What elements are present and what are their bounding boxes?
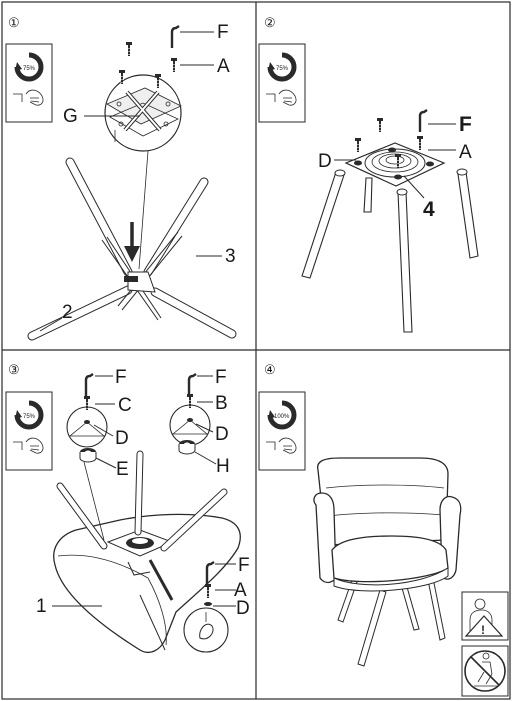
svg-text:!: ! <box>481 623 485 637</box>
allen-key-F-3 <box>84 372 95 398</box>
panel-step-4: ④ 100% ! <box>259 362 509 697</box>
detail-circle-right <box>169 404 211 446</box>
base-legs <box>301 168 479 333</box>
label-A-3: A <box>234 580 247 601</box>
tool-rotation-icon-4: 100% <box>259 392 305 470</box>
label-E: E <box>116 459 129 480</box>
label-A-2: A <box>459 142 472 163</box>
legs-upside-down <box>56 450 228 601</box>
seat-upside-down <box>53 513 241 654</box>
label-part-1: 1 <box>36 596 47 617</box>
label-F-2: F <box>459 113 472 136</box>
tool-rotation-icon-3: 75% <box>6 392 52 470</box>
tool-percent-3: 75% <box>23 414 36 420</box>
tool-percent-2: 75% <box>276 66 289 72</box>
allen-key-F-2 <box>418 108 429 134</box>
label-B: B <box>215 393 228 414</box>
label-D-4: D <box>215 424 229 445</box>
label-F-3: F <box>115 367 127 388</box>
tool-rotation-icon-2: 75% <box>259 44 305 122</box>
screw-A-1 <box>125 41 133 57</box>
cap-E <box>79 448 97 463</box>
label-part-3: 3 <box>225 246 236 267</box>
detail-circle-bottom <box>183 607 229 653</box>
label-A: A <box>217 56 230 77</box>
label-part-2: 2 <box>62 302 73 323</box>
down-arrow-icon <box>124 222 140 262</box>
plate-detail-circle <box>104 74 182 152</box>
screw-A-6 <box>354 137 362 153</box>
warning-sign-icon: ! <box>461 591 509 641</box>
label-C: C <box>118 395 132 416</box>
allen-key-F-1 <box>170 24 181 50</box>
step-number-3: ③ <box>8 362 20 377</box>
no-standing-icon <box>461 645 509 697</box>
label-part-4: 4 <box>423 198 435 221</box>
screw-A-5 <box>376 117 384 133</box>
tool-percent-1: 75% <box>23 66 36 72</box>
allen-key-F-4 <box>187 372 198 398</box>
step-number-4: ④ <box>264 362 276 377</box>
cap-H <box>178 440 196 455</box>
panel-step-2: ② 75% <box>259 15 479 333</box>
panel-step-1: ① 75% F A G <box>6 15 237 341</box>
finished-armchair <box>313 457 462 667</box>
label-F-5: F <box>238 555 250 576</box>
step-number-1: ① <box>8 15 20 30</box>
label-D-5: D <box>236 598 250 619</box>
screw-A-2 <box>170 57 178 73</box>
step-number-2: ② <box>264 15 276 30</box>
leg-frame-x <box>27 157 237 341</box>
screw-A-9 <box>204 583 212 599</box>
panel-step-3: ③ 75% <box>6 362 250 654</box>
label-F: F <box>217 22 229 43</box>
label-D-3: D <box>115 428 129 449</box>
screw-A-7 <box>416 135 424 151</box>
detail-circle-left <box>66 406 108 448</box>
label-F-4: F <box>215 367 227 388</box>
label-H: H <box>216 456 230 477</box>
tool-percent-4: 100% <box>274 414 290 420</box>
label-D-2: D <box>318 151 332 172</box>
swivel-plate <box>344 142 446 187</box>
tool-rotation-icon-1: 75% <box>6 44 52 122</box>
label-G: G <box>63 106 78 127</box>
